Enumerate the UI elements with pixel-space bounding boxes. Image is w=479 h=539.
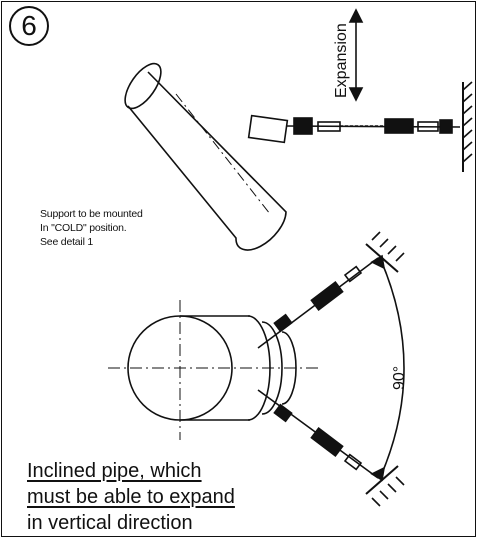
angle-label: 90°	[391, 366, 408, 390]
wall-right	[462, 81, 473, 172]
inclined-pipe	[124, 62, 287, 251]
step-number-badge: 6	[9, 6, 49, 46]
mounting-note: Support to be mounted In "COLD" position…	[40, 207, 143, 249]
pipe-cross-section	[108, 300, 320, 440]
angle-arc	[370, 254, 405, 482]
support-rod-lower	[257, 389, 379, 479]
mounting-note-line-1: Support to be mounted	[40, 208, 143, 220]
support-rod-top	[285, 117, 461, 135]
support-rod-upper	[257, 257, 379, 349]
caption-line-3: in vertical direction	[27, 512, 193, 534]
mounting-note-line-2: In "COLD" position.	[40, 222, 127, 234]
anchor-top-hatched	[365, 231, 405, 273]
mounting-note-line-3: See detail 1	[40, 236, 94, 248]
caption-line-2: must be able to expand	[27, 486, 235, 508]
caption-line-1: Inclined pipe, which	[27, 460, 202, 482]
clamp-top	[247, 114, 289, 144]
expansion-label: Expansion	[333, 23, 350, 98]
anchor-bottom-hatched	[365, 465, 405, 507]
expansion-arrow	[348, 8, 364, 102]
figure-caption: Inclined pipe, which must be able to exp…	[27, 458, 235, 536]
